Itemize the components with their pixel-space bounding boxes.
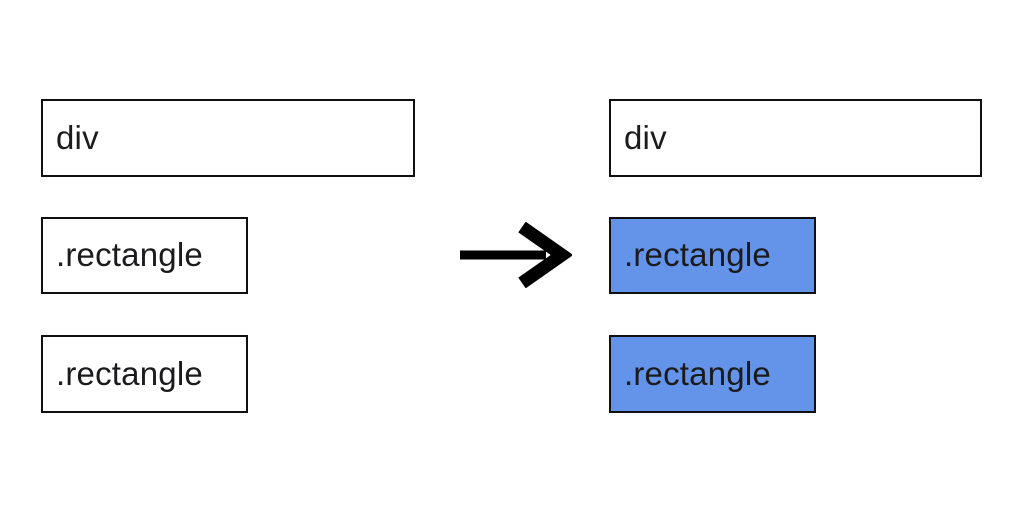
before-div-box: div [41,99,415,177]
after-div-box: div [609,99,982,177]
before-rectangle-box-2: .rectangle [41,335,248,413]
after-rectangle-label-2: .rectangle [624,354,771,392]
before-rectangle-label-2: .rectangle [56,354,203,392]
after-div-label: div [624,118,667,156]
after-rectangle-label-1: .rectangle [624,236,771,273]
after-rectangle-box-2: .rectangle [609,335,816,413]
before-rectangle-box-1: .rectangle [41,217,248,294]
right-arrow-icon [460,222,572,288]
before-rectangle-label-1: .rectangle [56,236,203,273]
after-rectangle-box-1: .rectangle [609,217,816,294]
before-div-label: div [56,118,99,156]
